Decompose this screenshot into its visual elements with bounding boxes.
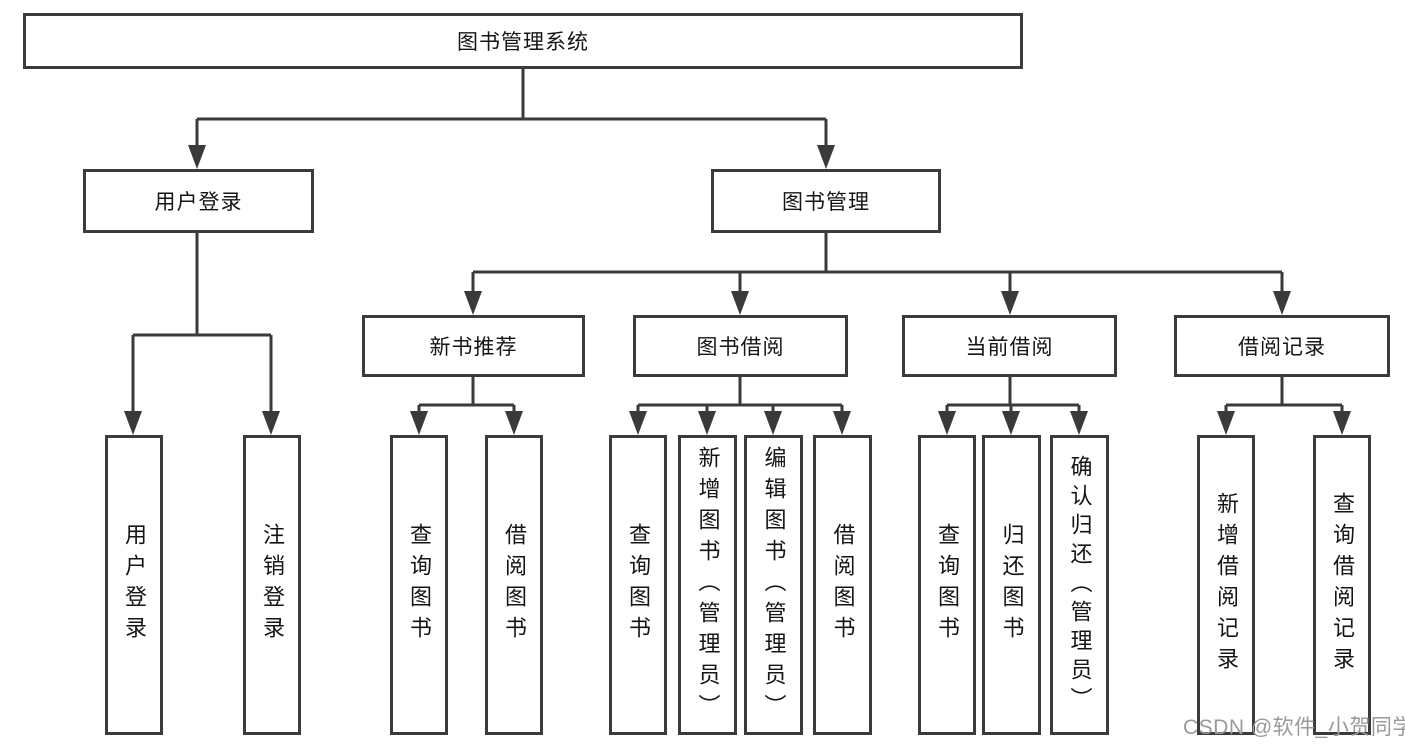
node-label: 图书管理系统 [457, 31, 589, 54]
leaf-logout: 注销登录 [243, 435, 301, 735]
node-label: 用户登录 [122, 523, 147, 647]
node-borrowing-records: 借阅记录 [1174, 315, 1390, 377]
leaf-return-books: 归还图书 [982, 435, 1041, 735]
node-book-management: 图书管理 [711, 169, 941, 233]
leaf-query-books-current: 查询图书 [918, 435, 976, 735]
node-label: 借阅记录 [1238, 336, 1326, 359]
arrowhead-group [124, 145, 1351, 435]
leaf-query-books-borrow: 查询图书 [609, 435, 667, 735]
leaf-add-books-admin: 新增图书（管理员） [678, 435, 737, 735]
watermark: CSDN @软件_小贺同学 [1183, 716, 1405, 739]
node-library-management-system: 图书管理系统 [23, 13, 1023, 69]
node-label: 新书推荐 [429, 336, 518, 359]
node-book-borrowing: 图书借阅 [633, 315, 848, 377]
node-label: 查询借阅记录 [1330, 492, 1355, 678]
node-current-borrowing: 当前借阅 [902, 315, 1117, 377]
node-label: 用户登录 [154, 191, 243, 214]
node-label: 编辑图书（管理员） [761, 445, 787, 725]
leaf-user-login: 用户登录 [105, 435, 163, 735]
node-label: 当前借阅 [965, 336, 1054, 359]
node-label: 归还图书 [999, 523, 1025, 647]
node-label: 查询图书 [626, 523, 651, 647]
leaf-query-books-recommend: 查询图书 [390, 435, 448, 735]
node-label: 图书管理 [782, 191, 870, 214]
leaf-edit-books-admin: 编辑图书（管理员） [744, 435, 803, 735]
node-label: 图书借阅 [696, 336, 785, 359]
node-label: 确认归还（管理员） [1067, 454, 1093, 716]
node-label: 注销登录 [260, 523, 285, 647]
leaf-confirm-return-admin: 确认归还（管理员） [1050, 435, 1109, 735]
node-user-login: 用户登录 [83, 169, 314, 233]
leaf-borrow-books: 借阅图书 [813, 435, 872, 735]
node-label: 查询图书 [407, 523, 432, 647]
node-label: 借阅图书 [830, 523, 856, 647]
node-label: 新增借阅记录 [1214, 492, 1239, 678]
leaf-add-borrow-record: 新增借阅记录 [1197, 435, 1255, 735]
node-label: 查询图书 [935, 523, 960, 647]
node-new-book-recommendation: 新书推荐 [362, 315, 585, 377]
node-label: 借阅图书 [502, 523, 527, 647]
leaf-query-borrow-record: 查询借阅记录 [1313, 435, 1371, 735]
node-label: 新增图书（管理员） [695, 445, 721, 725]
leaf-borrow-books-recommend: 借阅图书 [485, 435, 543, 735]
